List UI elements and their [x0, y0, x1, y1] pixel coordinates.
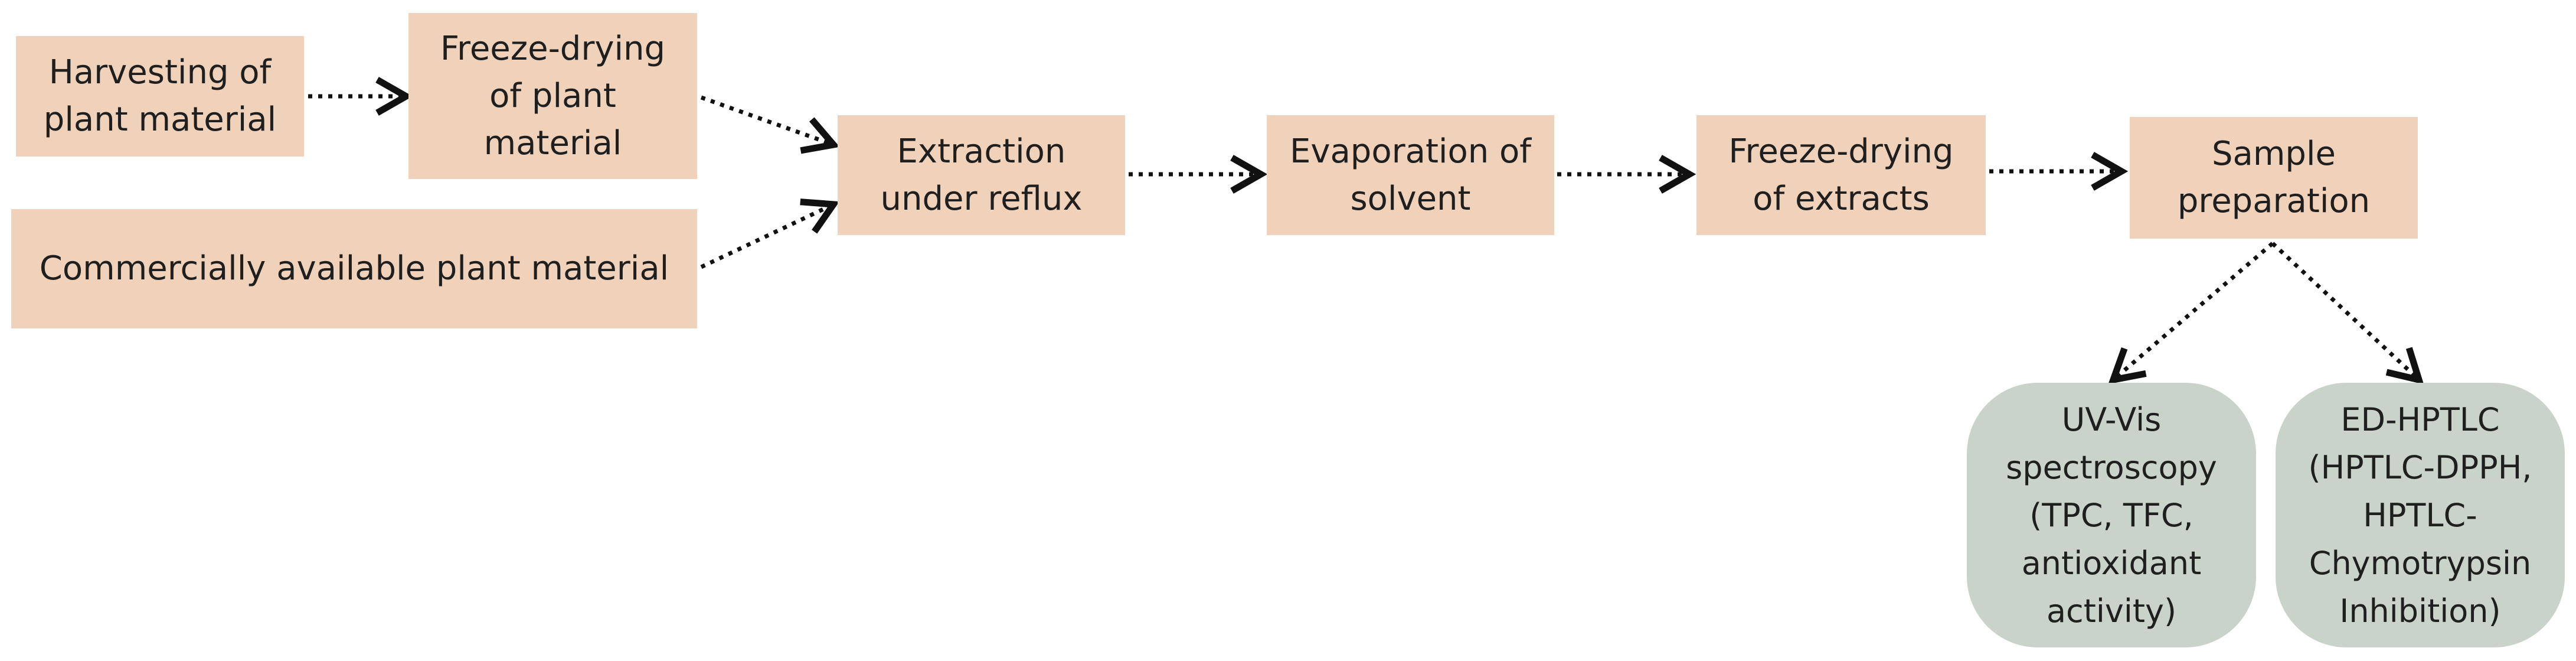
extraction-node: Extraction under reflux: [838, 115, 1125, 235]
harvesting-node: Harvesting of plant material: [16, 36, 304, 157]
commercial-label: Commercially available plant material: [39, 249, 669, 288]
extraction-label: Extraction under reflux: [880, 132, 1083, 218]
harvesting-label: Harvesting of plant material: [43, 53, 277, 139]
freeze-drying-extracts-label: Freeze-drying of extracts: [1728, 132, 1954, 218]
ed-hptlc-node: ED-HPTLC (HPTLC-DPPH, HPTLC- Chymotrypsi…: [2276, 383, 2565, 647]
sample-prep-label: Sample preparation: [2177, 135, 2371, 220]
uv-vis-label: UV-Vis spectroscopy (TPC, TFC, antioxida…: [2006, 400, 2217, 630]
arrow-freeze-drying-plant-to-extraction: [700, 95, 840, 154]
ed-hptlc-label: ED-HPTLC (HPTLC-DPPH, HPTLC- Chymotrypsi…: [2308, 400, 2532, 630]
arrow-sample-prep-to-uv-vis: [2108, 242, 2274, 385]
evaporation-label: Evaporation of solvent: [1289, 132, 1532, 218]
sample-prep-node: Sample preparation: [2130, 117, 2418, 239]
commercial-node: Commercially available plant material: [11, 209, 697, 328]
freeze-drying-plant-node: Freeze-drying of plant material: [408, 13, 697, 179]
freeze-drying-extracts-node: Freeze-drying of extracts: [1696, 115, 1986, 235]
uv-vis-node: UV-Vis spectroscopy (TPC, TFC, antioxida…: [1967, 383, 2256, 647]
freeze-drying-plant-label: Freeze-drying of plant material: [440, 29, 666, 162]
evaporation-node: Evaporation of solvent: [1267, 115, 1554, 235]
arrow-sample-prep-to-ed-hptlc: [2271, 242, 2424, 385]
arrow-commercial-to-extraction: [700, 198, 840, 269]
